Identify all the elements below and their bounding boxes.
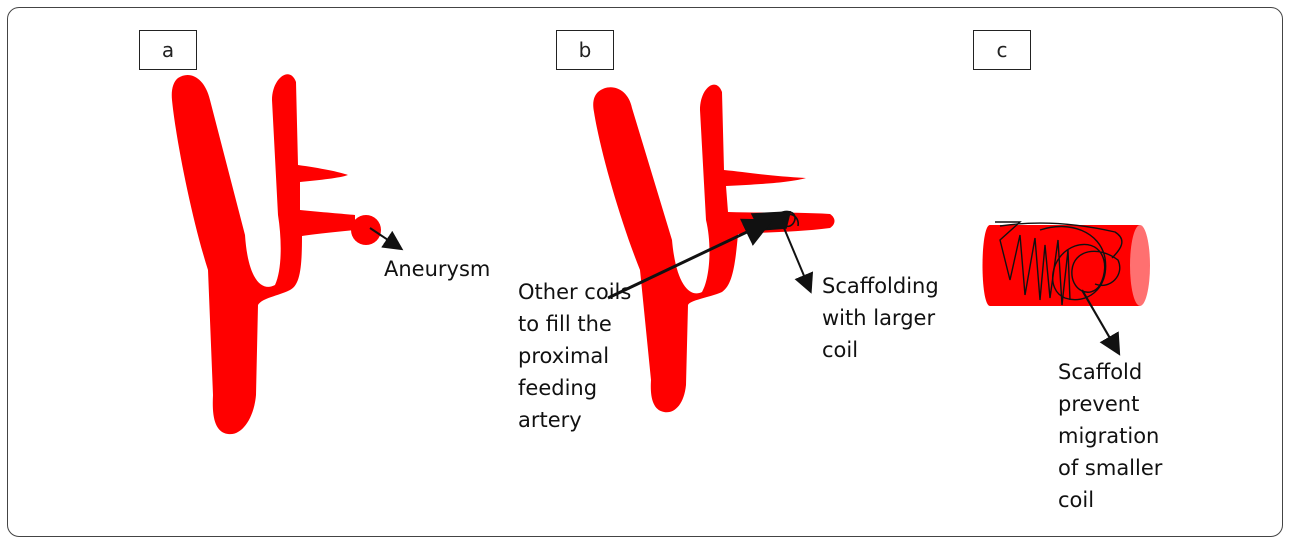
aneurysm-label: Aneurysm: [384, 253, 490, 285]
panel-label-a: a: [139, 30, 197, 70]
scaffold-line-5: coil: [1058, 484, 1162, 516]
other-coils-line-2: to fill the: [518, 308, 631, 340]
scaffolding-line-3: coil: [822, 334, 939, 366]
other-coils-line-1: Other coils: [518, 276, 631, 308]
panel-label-c-text: c: [997, 38, 1008, 62]
scaffold-line-2: prevent: [1058, 388, 1162, 420]
other-coils-line-5: artery: [518, 404, 631, 436]
other-coils-line-4: feeding: [518, 372, 631, 404]
panel-label-b-text: b: [579, 38, 592, 62]
vessel-tree-a: [172, 74, 381, 434]
scaffold-line-1: Scaffold: [1058, 356, 1162, 388]
panel-label-c: c: [973, 30, 1031, 70]
scaffold-line-3: migration: [1058, 420, 1162, 452]
scaffold-line-4: of smaller: [1058, 452, 1162, 484]
scaffold-prevent-label: Scaffold prevent migration of smaller co…: [1058, 356, 1162, 516]
other-coils-line-3: proximal: [518, 340, 631, 372]
scaffolding-line-2: with larger: [822, 302, 939, 334]
other-coils-label: Other coils to fill the proximal feeding…: [518, 276, 631, 436]
scaffolding-line-1: Scaffolding: [822, 270, 939, 302]
panel-label-a-text: a: [162, 38, 174, 62]
scaffolding-label: Scaffolding with larger coil: [822, 270, 939, 366]
scaffolding-arrow: [784, 228, 810, 290]
panel-label-b: b: [556, 30, 614, 70]
